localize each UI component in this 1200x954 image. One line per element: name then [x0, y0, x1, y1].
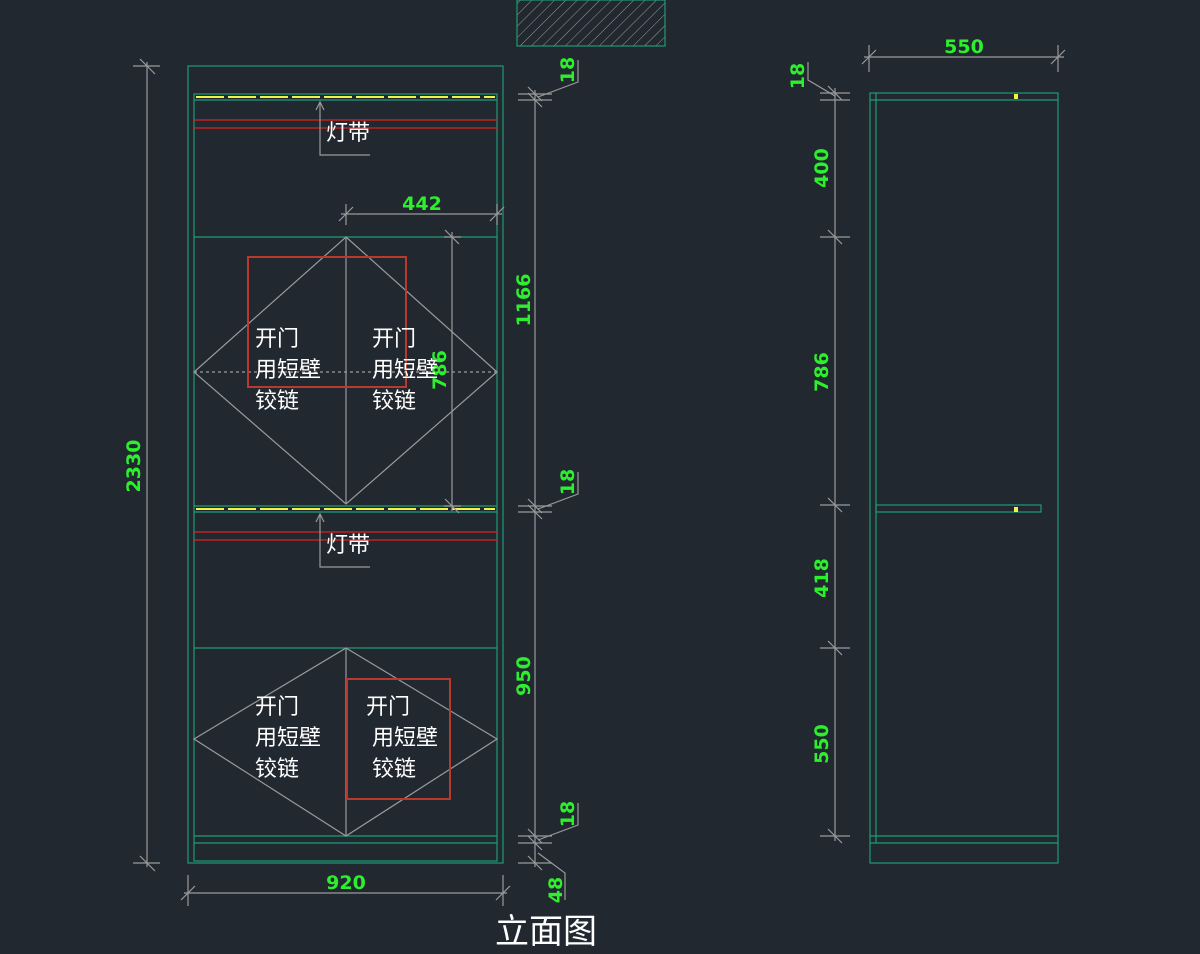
- door-label-lr-3: 铰链: [372, 757, 416, 782]
- dim-side-5: 550: [811, 724, 833, 764]
- front-cabinet-outline: [187, 65, 504, 864]
- dim-side-4: 418: [811, 558, 833, 598]
- side-shelf: [875, 504, 1042, 513]
- door-label-ur-1: 开门: [372, 327, 416, 352]
- dim-side-2: 400: [811, 148, 833, 188]
- dim-right-6: 48: [545, 877, 567, 903]
- dim-overall-width: 920: [326, 872, 366, 894]
- door-label-ur-2: 用短壁: [372, 358, 438, 383]
- front-cabinet-inner: [193, 93, 498, 862]
- dim-side-1: 18: [787, 63, 809, 89]
- drawing-title: 立面图: [495, 912, 597, 952]
- led-label-upper: 灯带: [326, 121, 370, 146]
- upper-highlight-box: [247, 256, 407, 388]
- dim-overall-height: 2330: [123, 440, 145, 493]
- led-leader-upper: [319, 102, 370, 156]
- door-label-lr-1: 开门: [366, 695, 410, 720]
- dim-right-1: 18: [557, 57, 579, 83]
- lower-highlight-box: [346, 678, 451, 800]
- door-label-ll-2: 用短壁: [255, 726, 321, 751]
- front-dimensions: [133, 58, 579, 906]
- side-cabinet-outline: [869, 92, 1059, 864]
- led-leader-upper-arrow: [315, 100, 325, 111]
- door-label-ur-3: 铰链: [372, 389, 416, 414]
- door-label-ul-3: 铰链: [255, 389, 299, 414]
- dim-side-depth: 550: [944, 36, 984, 58]
- led-leader-lower: [319, 514, 370, 568]
- ceiling-hatch: [516, 0, 666, 47]
- dim-door-height: 786: [429, 350, 451, 390]
- door-label-ll-3: 铰链: [255, 757, 299, 782]
- door-label-ll-1: 开门: [255, 695, 299, 720]
- side-dimensions: [807, 45, 1066, 844]
- door-label-lr-2: 用短壁: [372, 726, 438, 751]
- dim-right-2: 1166: [513, 274, 535, 327]
- dim-right-5: 18: [557, 801, 579, 827]
- dim-inner-width: 442: [402, 193, 442, 215]
- dim-side-3: 786: [811, 352, 833, 392]
- dim-right-3: 18: [557, 469, 579, 495]
- side-elevation: [869, 92, 1059, 864]
- led-label-lower: 灯带: [326, 533, 370, 558]
- dim-right-4: 950: [513, 656, 535, 696]
- door-label-ul-1: 开门: [255, 327, 299, 352]
- door-label-ul-2: 用短壁: [255, 358, 321, 383]
- led-leader-lower-arrow: [315, 512, 325, 523]
- front-elevation: [187, 65, 504, 864]
